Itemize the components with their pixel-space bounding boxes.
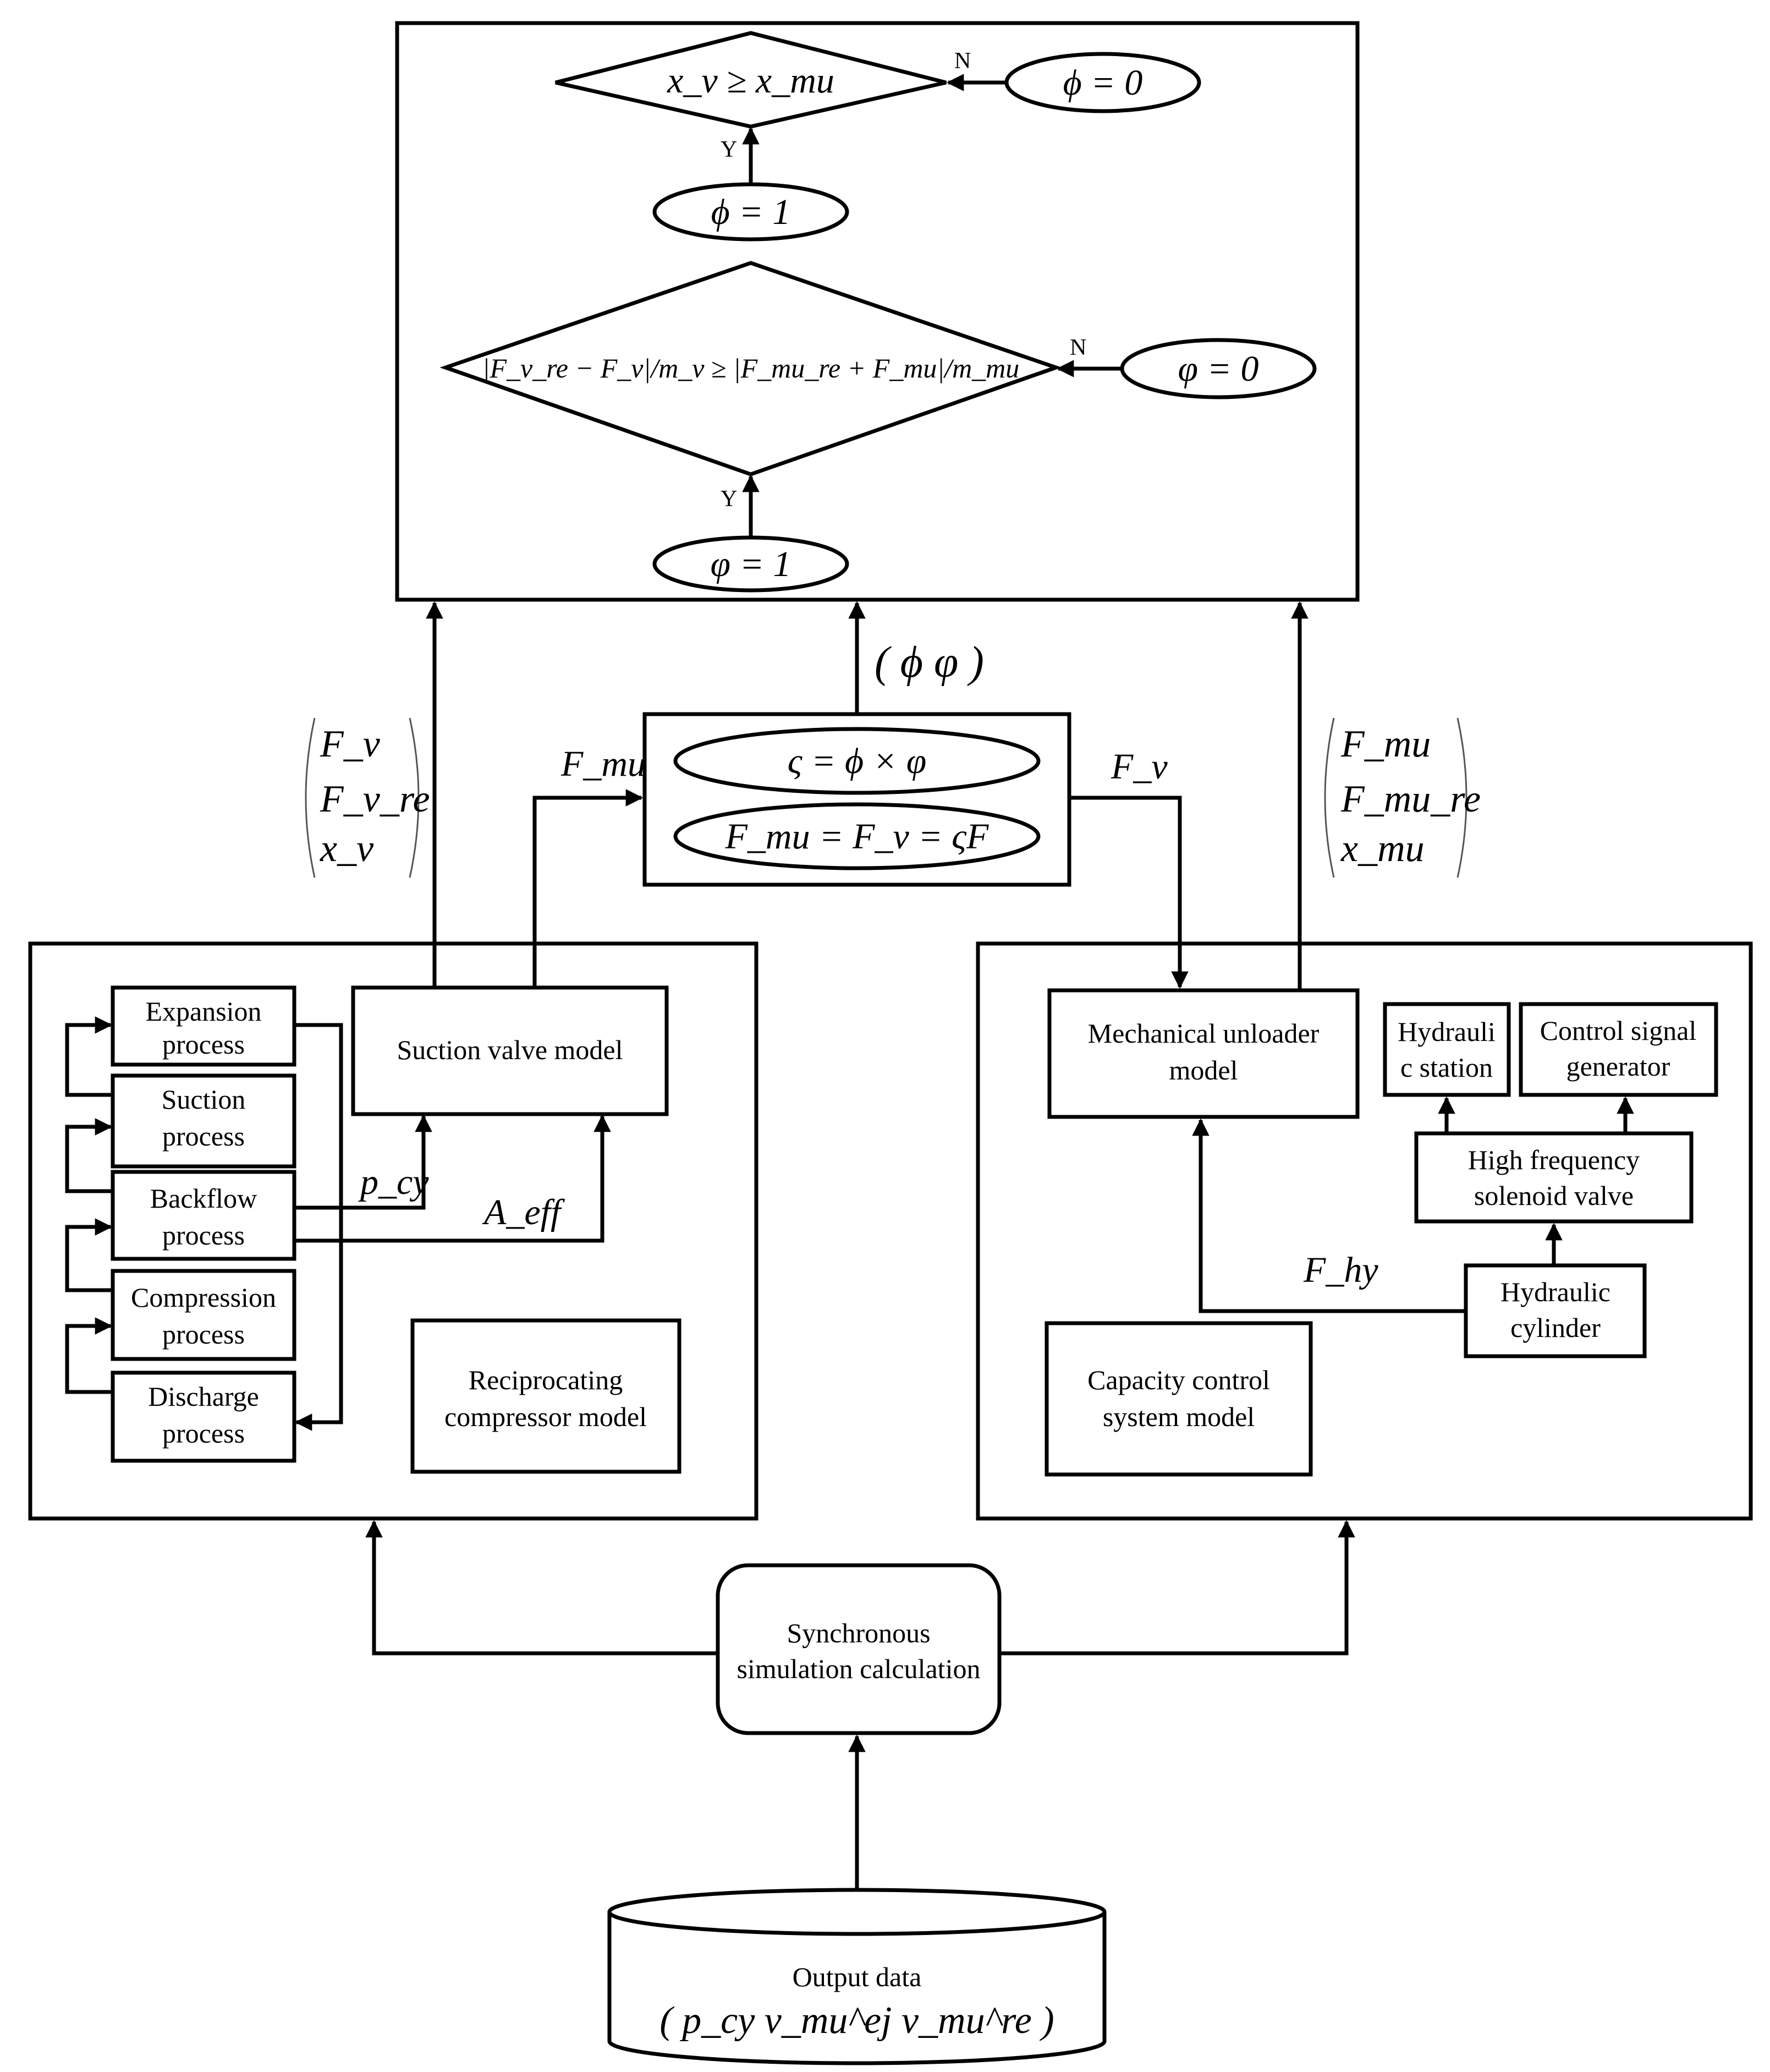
flowchart-frame (395, 21, 1360, 602)
left-vector-paren-close (409, 717, 420, 878)
left-vector-fv: F_v (320, 723, 381, 765)
synchronous-simulation-box (716, 1563, 1002, 1735)
solenoid-valve-box (1414, 1131, 1694, 1224)
decision-xv-xmu (555, 31, 947, 129)
hydraulic-station-line1: Hydrauli (1398, 1016, 1496, 1047)
arrow-sync-to-compressor (365, 1520, 718, 1656)
label-yes-lower: Y (721, 486, 737, 512)
decision-xv-xmu-text: x_v ≥ x_mu (667, 61, 834, 101)
suction-process-box (111, 1073, 296, 1169)
control-signal-line1: Control signal (1540, 1015, 1697, 1046)
hydraulic-station-box (1383, 1002, 1511, 1097)
arrow-coupling-to-unloader (1069, 796, 1189, 989)
right-vector-xmu: x_mu (1340, 827, 1425, 870)
signal-aeff-label: A_eff (482, 1192, 565, 1232)
capacity-control-model-box (1045, 1321, 1313, 1477)
varphi-zero-text: φ = 0 (1178, 349, 1258, 389)
mechanical-unloader-line1: Mechanical unloader (1088, 1018, 1320, 1049)
right-vector-fmure: F_mu_re (1340, 778, 1481, 820)
loop-suction-to-expansion (65, 1016, 113, 1097)
signal-pcy-line (294, 1114, 432, 1210)
reciprocating-compressor-line1: Reciprocating (469, 1364, 623, 1395)
synchronous-simulation-line1: Synchronous (787, 1618, 930, 1648)
compressor-model-frame (28, 941, 758, 1521)
capacity-control-model-line2: system model (1103, 1401, 1255, 1432)
expansion-process-line2: process (162, 1029, 245, 1060)
mechanical-unloader-line2: model (1169, 1055, 1238, 1086)
capacity-control-model-line1: Capacity control (1087, 1364, 1270, 1395)
label-no-lower: N (1070, 335, 1086, 360)
control-signal-line2: generator (1566, 1051, 1670, 1082)
left-vector-fvre: F_v_re (320, 778, 430, 820)
backflow-process-line2: process (162, 1220, 245, 1251)
expansion-process-line1: Expansion (145, 996, 261, 1027)
synchronous-simulation-line2: simulation calculation (737, 1653, 981, 1684)
loop-expansion-to-discharge (294, 1023, 343, 1431)
hydraulic-station-line2: c station (1400, 1052, 1493, 1083)
discharge-process-line1: Discharge (148, 1381, 259, 1412)
arrow-valve-to-coupling (532, 789, 644, 988)
reciprocating-compressor-line2: compressor model (444, 1401, 647, 1432)
loop-compression-to-backflow (65, 1218, 113, 1292)
signal-fhy-label: F_hy (1303, 1250, 1378, 1290)
arrow-sync-to-capacity (999, 1520, 1355, 1656)
expansion-process-box (111, 985, 296, 1067)
signal-pcy-label: p_cy (358, 1162, 429, 1202)
signal-fv-label: F_v (1111, 747, 1168, 787)
phi-one-text: ϕ = 1 (711, 192, 791, 232)
decision-force-ratio (439, 261, 1062, 476)
force-equation-text: F_mu = F_v = ςF (725, 816, 989, 857)
loop-discharge-to-compression (65, 1317, 113, 1394)
decision-force-ratio-text: |F_v_re − F_v|/m_v ≥ |F_mu_re + F_mu|/m_… (482, 353, 1020, 383)
compression-process-box (111, 1269, 296, 1361)
solenoid-valve-line1: High frequency (1468, 1144, 1640, 1175)
output-data-vector: ( p_cy v_mu^ej v_mu^re ) (659, 1999, 1054, 2042)
suction-process-line1: Suction (162, 1084, 246, 1115)
hydraulic-cylinder-line1: Hydraulic (1500, 1276, 1610, 1307)
left-vector-paren-open (305, 717, 316, 878)
compression-process-line1: Compression (131, 1282, 276, 1313)
signal-fmu-label: F_mu (560, 744, 646, 784)
reciprocating-compressor-model-box (410, 1318, 681, 1474)
backflow-process-box (111, 1170, 296, 1261)
label-no-upper: N (954, 48, 971, 74)
varphi-one-text: φ = 1 (710, 544, 791, 584)
coupling-output-vector: ( ϕ φ ) (875, 638, 984, 687)
compression-process-line2: process (162, 1319, 245, 1350)
right-vector-paren-close (1456, 717, 1467, 878)
control-signal-generator-box (1519, 1002, 1718, 1097)
output-data-cylinder-top (607, 1888, 1107, 1936)
discharge-process-box (111, 1371, 296, 1463)
backflow-process-line1: Backflow (150, 1183, 257, 1214)
right-vector-paren-open (1324, 717, 1335, 878)
signal-aeff-line (294, 1114, 611, 1243)
output-data-cylinder-body (607, 1912, 1107, 2065)
phi-zero-text: ϕ = 0 (1063, 63, 1143, 103)
output-data-label: Output data (793, 1961, 922, 1992)
signal-fhy-line (1192, 1118, 1466, 1313)
mechanical-unloader-box (1047, 988, 1360, 1119)
right-vector-fmu: F_mu (1340, 723, 1431, 765)
left-vector-xv: x_v (320, 827, 374, 870)
loop-backflow-to-suction (65, 1118, 113, 1193)
suction-process-line2: process (162, 1121, 245, 1152)
force-equation-node (673, 802, 1041, 870)
hydraulic-cylinder-box (1464, 1263, 1647, 1358)
capacity-control-frame (976, 941, 1753, 1521)
zeta-equation-text: ς = ϕ × φ (788, 741, 927, 781)
zeta-equation-node (673, 727, 1041, 795)
hydraulic-cylinder-line2: cylinder (1510, 1312, 1601, 1343)
suction-valve-model-box (351, 985, 669, 1116)
suction-valve-model-text: Suction valve model (397, 1034, 623, 1065)
label-yes-upper: Y (721, 137, 737, 162)
discharge-process-line2: process (162, 1418, 245, 1449)
solenoid-valve-line2: solenoid valve (1474, 1180, 1634, 1211)
